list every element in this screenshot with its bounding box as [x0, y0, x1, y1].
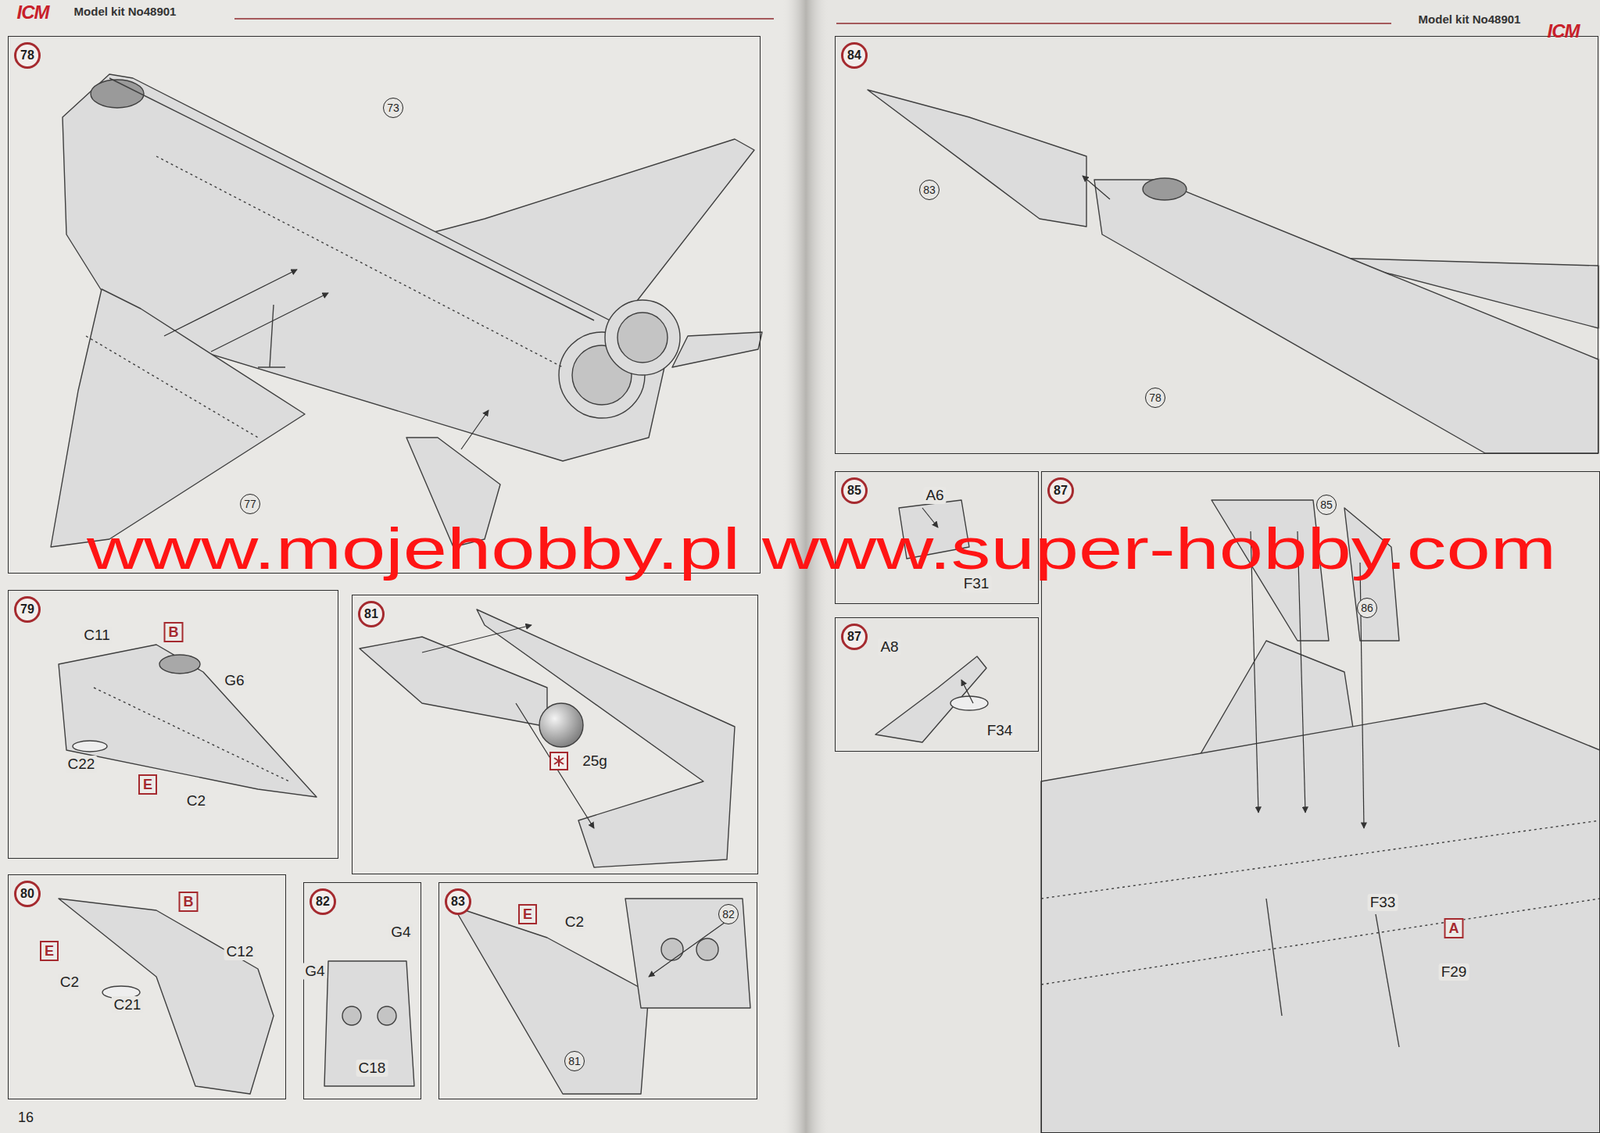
brand-logo: ICM: [17, 1, 50, 24]
weight-note: 25g: [579, 752, 610, 770]
part-name: C21: [111, 996, 144, 1014]
part-name: G4: [302, 962, 327, 981]
callout-number: 77: [239, 493, 261, 515]
part-name: G6: [221, 672, 247, 690]
watermark: www.mojehobby.pl www.super-hobby.com: [86, 515, 1557, 583]
step-panel: 78: [7, 35, 761, 574]
header-text: Model kit No48901: [1418, 12, 1522, 26]
sprue-letter: A: [1444, 918, 1464, 939]
part-name: C2: [57, 973, 82, 992]
step-number: 85: [841, 477, 868, 505]
step-number: 82: [309, 888, 337, 916]
step-number: 81: [357, 601, 385, 628]
brand-logo: ICM: [1547, 20, 1580, 43]
step-number: 83: [444, 888, 472, 916]
step-number: 80: [14, 880, 41, 908]
part-name: F29: [1438, 963, 1470, 981]
callout-number: 73: [382, 97, 404, 119]
part-name: C2: [184, 792, 208, 810]
callout-number: 85: [1316, 494, 1337, 516]
sprue-letter: B: [178, 891, 199, 913]
part-name: A6: [923, 486, 946, 505]
step-panel: 81: [351, 594, 759, 875]
callout-number: 86: [1356, 597, 1378, 619]
sprue-letter: E: [518, 904, 537, 925]
callout-number: 83: [919, 179, 940, 201]
part-name: C2: [562, 913, 587, 931]
step-number: 87: [1047, 477, 1074, 505]
page-number: 16: [17, 1109, 34, 1127]
step-number: 78: [14, 42, 41, 69]
part-name: C11: [81, 626, 112, 645]
step-panel: 84: [834, 35, 1599, 455]
header-text: Model kit No48901: [74, 4, 177, 18]
sprue-letter: B: [164, 622, 184, 643]
part-name: A8: [877, 638, 901, 656]
sprue-letter: E: [39, 941, 59, 962]
step-number: 84: [841, 42, 868, 69]
step-number: 87: [841, 623, 868, 651]
part-name: C22: [65, 755, 98, 774]
part-name: G4: [388, 923, 413, 942]
part-name: F33: [1367, 894, 1399, 912]
step-panel: 83: [438, 882, 758, 1100]
part-name: F34: [984, 722, 1016, 740]
sprue-letter: E: [138, 774, 158, 795]
callout-number: 78: [1145, 387, 1166, 409]
part-name: C12: [224, 943, 257, 961]
step-panel: 80: [7, 874, 287, 1100]
callout-number: 81: [564, 1051, 585, 1072]
step-number: 79: [14, 596, 41, 623]
callout-number: 82: [718, 904, 739, 925]
part-name: C18: [356, 1059, 389, 1078]
